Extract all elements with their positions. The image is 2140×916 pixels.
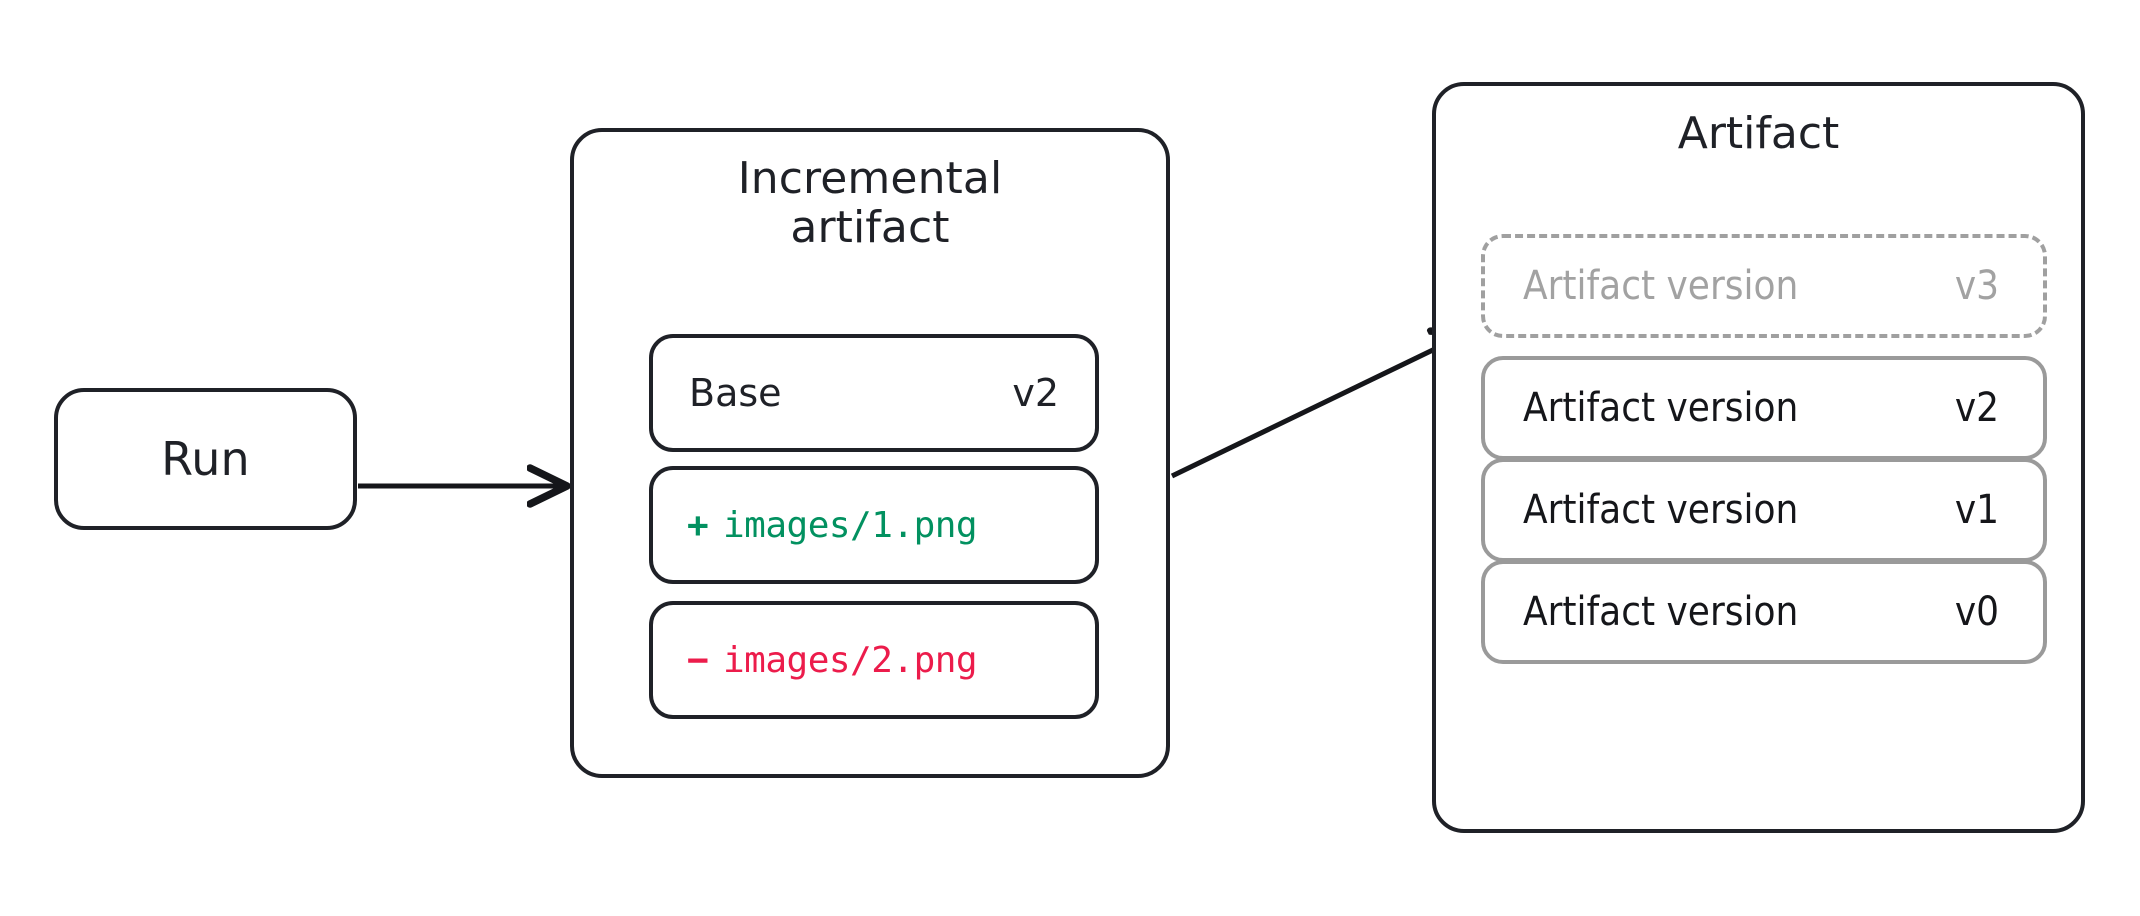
artifact-version-row-v0[interactable]: Artifact version v0 <box>1481 560 2047 664</box>
artifact-version-row-v3-version: v3 <box>1954 263 1999 309</box>
diff-delete-entry: −images/2.png <box>653 639 978 681</box>
diff-delete-path: images/2.png <box>723 639 978 681</box>
artifact-node[interactable]: Artifact Artifact version v3 Artifact ve… <box>1432 82 2085 833</box>
plus-icon: + <box>687 504 709 546</box>
artifact-version-row-v1-version: v1 <box>1954 487 1999 533</box>
artifact-title: Artifact <box>1677 108 1840 159</box>
diff-add-path: images/1.png <box>723 504 978 546</box>
artifact-version-row-v1[interactable]: Artifact version v1 <box>1481 458 2047 562</box>
incremental-row-base-version: v2 <box>1012 371 1059 415</box>
artifact-version-row-v2-version: v2 <box>1954 385 1999 431</box>
artifact-version-row-v0-version: v0 <box>1954 589 1999 635</box>
artifact-version-row-v3-label: Artifact version <box>1523 263 1799 309</box>
artifact-version-row-v3[interactable]: Artifact version v3 <box>1481 234 2047 338</box>
minus-icon: − <box>687 639 709 681</box>
incremental-row-deleted-file[interactable]: −images/2.png <box>649 601 1099 719</box>
artifact-version-row-v2[interactable]: Artifact version v2 <box>1481 356 2047 460</box>
incremental-artifact-title: Incremental artifact <box>574 154 1166 253</box>
incremental-artifact-title-line1: Incremental <box>737 153 1003 204</box>
artifact-version-row-v0-label: Artifact version <box>1523 589 1799 635</box>
run-node-label: Run <box>161 432 250 486</box>
artifact-version-row-v2-label: Artifact version <box>1523 385 1799 431</box>
diff-add-entry: + images/1.png <box>653 504 978 546</box>
incremental-artifact-title-line2: artifact <box>790 202 950 254</box>
artifact-version-row-v1-label: Artifact version <box>1523 487 1799 533</box>
arrow-incremental-to-artifact <box>1170 333 1468 479</box>
incremental-row-base-label: Base <box>689 371 782 415</box>
incremental-artifact-node[interactable]: Incremental artifact Base v2 + images/1.p… <box>570 128 1170 778</box>
run-node[interactable]: Run <box>54 388 357 530</box>
incremental-row-added-file[interactable]: + images/1.png <box>649 466 1099 584</box>
incremental-row-base[interactable]: Base v2 <box>649 334 1099 452</box>
